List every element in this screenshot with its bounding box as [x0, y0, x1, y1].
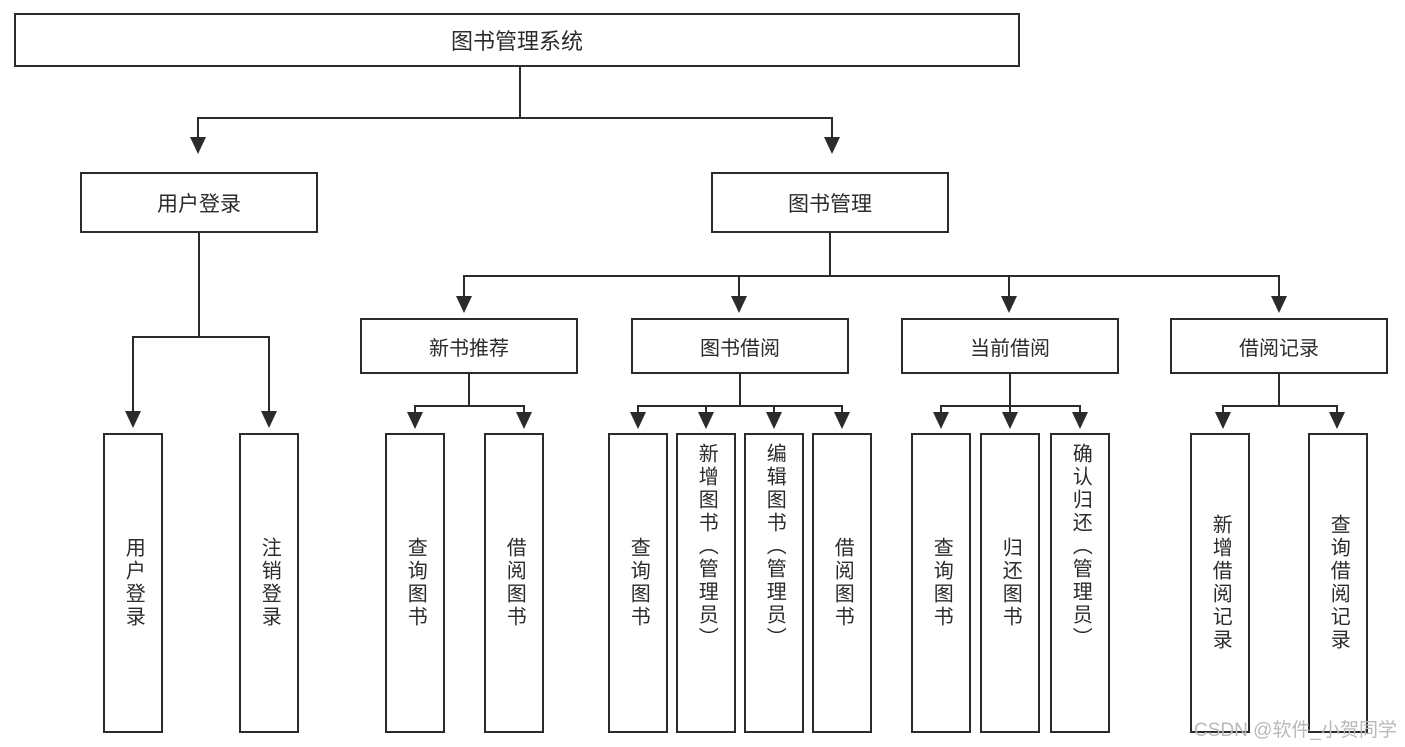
arrowhead-to-book-borrow [731, 296, 747, 313]
connector-bookborrow-stem [739, 374, 741, 406]
arrowhead-userlogin-leaf-1 [125, 411, 141, 428]
connector-borrowrecord-drop-2 [1336, 405, 1338, 413]
connector-newbook-drop-1 [414, 405, 416, 413]
arrowhead-currentborrow-leaf-1 [933, 412, 949, 429]
connector-bookborrow-bus [637, 405, 843, 407]
leaf-label: 用户登录 [122, 537, 145, 629]
leaf-currentborrow-return-book[interactable]: 归还图书 [980, 433, 1040, 733]
node-label: 图书管理 [788, 192, 872, 216]
arrowhead-to-borrow-record [1271, 296, 1287, 313]
connector-currentborrow-drop-2 [1009, 405, 1011, 413]
connector-root-drop-left [197, 117, 199, 139]
connector-newbook-drop-2 [523, 405, 525, 413]
connector-bookmgmt-bus [463, 275, 1280, 277]
node-root-system[interactable]: 图书管理系统 [14, 13, 1020, 67]
leaf-label: 编辑图书（管理员） [763, 443, 786, 650]
leaf-label: 新增借阅记录 [1209, 514, 1232, 652]
arrowhead-borrowrecord-leaf-1 [1215, 412, 1231, 429]
node-label: 图书借阅 [700, 337, 780, 360]
leaf-label: 借阅图书 [831, 537, 854, 629]
connector-root-bus [197, 117, 833, 119]
arrowhead-newbook-leaf-2 [516, 412, 532, 429]
leaf-borrowrecord-query-record[interactable]: 查询借阅记录 [1308, 433, 1368, 733]
connector-newbook-stem [468, 374, 470, 406]
leaf-label: 新增图书（管理员） [695, 443, 718, 650]
node-book-borrow[interactable]: 图书借阅 [631, 318, 849, 374]
connector-bookborrow-drop-3 [773, 405, 775, 413]
leaf-label: 借阅图书 [503, 537, 526, 629]
arrowhead-newbook-leaf-1 [407, 412, 423, 429]
connector-userlogin-stem [198, 233, 200, 337]
connector-root-drop-right [831, 117, 833, 139]
node-borrow-record[interactable]: 借阅记录 [1170, 318, 1388, 374]
leaf-label: 查询借阅记录 [1327, 514, 1350, 652]
connector-bookmgmt-drop-3 [1008, 275, 1010, 297]
arrowhead-bookborrow-leaf-2 [698, 412, 714, 429]
node-new-book-recommend[interactable]: 新书推荐 [360, 318, 578, 374]
leaf-newbook-borrow-book[interactable]: 借阅图书 [484, 433, 544, 733]
leaf-label: 确认归还（管理员） [1069, 443, 1092, 650]
connector-newbook-bus [414, 405, 525, 407]
leaf-user-login-logout[interactable]: 注销登录 [239, 433, 299, 733]
connector-currentborrow-drop-1 [940, 405, 942, 413]
leaf-bookborrow-add-book[interactable]: 新增图书（管理员） [676, 433, 736, 733]
node-user-login[interactable]: 用户登录 [80, 172, 318, 233]
connector-borrowrecord-drop-1 [1222, 405, 1224, 413]
arrowhead-to-book-management [824, 137, 840, 154]
leaf-bookborrow-query-book[interactable]: 查询图书 [608, 433, 668, 733]
connector-currentborrow-stem [1009, 374, 1011, 406]
connector-bookmgmt-drop-1 [463, 275, 465, 297]
arrowhead-currentborrow-leaf-2 [1002, 412, 1018, 429]
leaf-currentborrow-query-book[interactable]: 查询图书 [911, 433, 971, 733]
leaf-label: 注销登录 [258, 537, 281, 629]
node-label: 借阅记录 [1239, 337, 1319, 360]
csdn-watermark: CSDN @软件_小贺同学 [1194, 720, 1397, 741]
connector-bookmgmt-stem [829, 233, 831, 277]
node-current-borrow[interactable]: 当前借阅 [901, 318, 1119, 374]
node-label: 用户登录 [157, 192, 241, 216]
connector-borrowrecord-bus [1222, 405, 1338, 407]
connector-userlogin-bus [132, 336, 270, 338]
arrowhead-bookborrow-leaf-4 [834, 412, 850, 429]
leaf-bookborrow-edit-book[interactable]: 编辑图书（管理员） [744, 433, 804, 733]
leaf-currentborrow-confirm-return[interactable]: 确认归还（管理员） [1050, 433, 1110, 733]
arrowhead-to-current-borrow [1001, 296, 1017, 313]
arrowhead-currentborrow-leaf-3 [1072, 412, 1088, 429]
connector-currentborrow-drop-3 [1079, 405, 1081, 413]
leaf-label: 查询图书 [627, 537, 650, 629]
leaf-user-login-login[interactable]: 用户登录 [103, 433, 163, 733]
arrowhead-borrowrecord-leaf-2 [1329, 412, 1345, 429]
connector-bookmgmt-drop-2 [738, 275, 740, 297]
connector-bookmgmt-drop-4 [1278, 275, 1280, 297]
connector-userlogin-drop-1 [132, 336, 134, 412]
connector-root-stem [519, 67, 521, 118]
arrowhead-to-user-login [190, 137, 206, 154]
arrowhead-bookborrow-leaf-1 [630, 412, 646, 429]
arrowhead-bookborrow-leaf-3 [766, 412, 782, 429]
node-book-management[interactable]: 图书管理 [711, 172, 949, 233]
node-label: 图书管理系统 [450, 29, 583, 54]
connector-userlogin-drop-2 [268, 336, 270, 412]
connector-bookborrow-drop-2 [705, 405, 707, 413]
leaf-newbook-query-book[interactable]: 查询图书 [385, 433, 445, 733]
leaf-label: 查询图书 [930, 537, 953, 629]
leaf-borrowrecord-add-record[interactable]: 新增借阅记录 [1190, 433, 1250, 733]
arrowhead-userlogin-leaf-2 [261, 411, 277, 428]
connector-bookborrow-drop-1 [637, 405, 639, 413]
connector-borrowrecord-stem [1278, 374, 1280, 406]
arrowhead-to-new-book [456, 296, 472, 313]
node-label: 新书推荐 [429, 337, 509, 360]
connector-bookborrow-drop-4 [841, 405, 843, 413]
leaf-label: 查询图书 [404, 537, 427, 629]
leaf-bookborrow-borrow-book[interactable]: 借阅图书 [812, 433, 872, 733]
node-label: 当前借阅 [970, 337, 1050, 360]
leaf-label: 归还图书 [999, 537, 1022, 629]
